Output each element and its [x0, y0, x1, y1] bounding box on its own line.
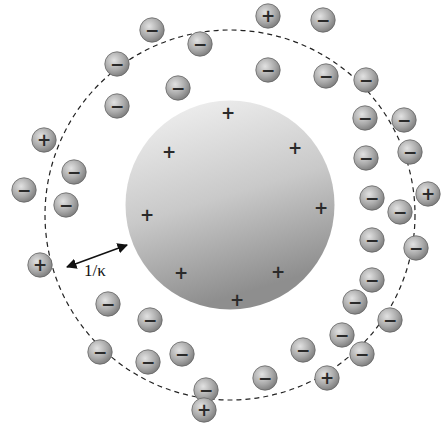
ion-charge: −	[258, 370, 272, 387]
ion: −	[403, 235, 429, 261]
ion: −	[137, 307, 163, 333]
ion-charge: −	[316, 12, 330, 29]
ion: −	[169, 341, 195, 367]
ion: +	[31, 127, 57, 153]
ion-charge: −	[110, 98, 124, 115]
ion-charge: −	[409, 240, 423, 257]
ion: −	[313, 63, 339, 89]
ion: −	[359, 185, 385, 211]
ion: −	[290, 337, 316, 363]
surface-charge: +	[162, 144, 176, 161]
ion: −	[53, 192, 79, 218]
ion-charge: −	[101, 296, 115, 313]
ion-charge: −	[67, 164, 81, 181]
ion: −	[165, 75, 191, 101]
ion-charge: −	[355, 346, 369, 363]
surface-charge: +	[174, 265, 188, 282]
surface-charge: +	[288, 140, 302, 157]
ion: −	[135, 349, 161, 375]
ion: −	[87, 339, 113, 365]
debye-length-label: 1/κ	[84, 262, 106, 279]
ion: +	[191, 397, 217, 423]
ion-charge: −	[193, 36, 207, 53]
ion-charge: −	[348, 294, 362, 311]
ion: −	[353, 145, 379, 171]
ion: +	[415, 181, 441, 207]
ion-charge: −	[383, 312, 397, 329]
ion-charge: −	[175, 346, 189, 363]
ion-charge: +	[421, 186, 435, 203]
ion-charge: −	[296, 342, 310, 359]
surface-charge: +	[314, 200, 328, 217]
ion-charge: −	[393, 204, 407, 221]
shear-plane-circle	[45, 30, 415, 400]
ion-charge: −	[145, 22, 159, 39]
ion-charge: +	[197, 402, 211, 419]
ion: −	[342, 289, 368, 315]
ion-charge: −	[403, 144, 417, 161]
surface-charge: +	[230, 292, 244, 309]
ion: −	[255, 57, 281, 83]
ion-charge: −	[365, 232, 379, 249]
shape-outline	[125, 100, 335, 310]
ion-charge: +	[33, 257, 47, 274]
ion-charge: −	[359, 72, 373, 89]
ion-charge: −	[17, 182, 31, 199]
colloid-particle: + + + + + + + +	[125, 100, 335, 310]
ion-charge: +	[37, 132, 51, 149]
ion-charge: −	[319, 68, 333, 85]
ion: −	[11, 177, 37, 203]
surface-charge: +	[271, 264, 285, 281]
ion-charge: −	[59, 197, 73, 214]
surface-charge: +	[221, 105, 235, 122]
ion: −	[252, 365, 278, 391]
ion: −	[104, 93, 130, 119]
ion-charge: −	[335, 327, 349, 344]
ion-charge: −	[365, 190, 379, 207]
ion-charge: −	[171, 80, 185, 97]
ion: −	[349, 341, 375, 367]
ion: −	[104, 51, 130, 77]
ion: −	[187, 31, 213, 57]
ion: −	[139, 17, 165, 43]
ion-charge: −	[143, 312, 157, 329]
ion: −	[391, 107, 417, 133]
ion-charge: +	[320, 370, 334, 387]
ion: −	[95, 291, 121, 317]
ion: −	[329, 322, 355, 348]
ion: +	[255, 3, 281, 29]
ion: −	[359, 267, 385, 293]
ion-charge: −	[261, 62, 275, 79]
ion: −	[352, 105, 378, 131]
ion-charge: −	[365, 272, 379, 289]
ion-charge: +	[261, 8, 275, 25]
surface-charge: +	[140, 207, 154, 224]
ion-charge: −	[93, 344, 107, 361]
ion-charge: −	[359, 150, 373, 167]
ion: −	[387, 199, 413, 225]
ion: +	[314, 365, 340, 391]
ion: −	[397, 139, 423, 165]
ion: −	[359, 227, 385, 253]
ion: +	[27, 252, 53, 278]
ion: −	[310, 7, 336, 33]
ion-charge: −	[110, 56, 124, 73]
ion-charge: −	[397, 112, 411, 129]
ion: −	[377, 307, 403, 333]
ion-charge: −	[141, 354, 155, 371]
ion-charge: −	[358, 110, 372, 127]
ion: −	[61, 159, 87, 185]
ion: −	[353, 67, 379, 93]
ion-charge: −	[199, 382, 213, 399]
